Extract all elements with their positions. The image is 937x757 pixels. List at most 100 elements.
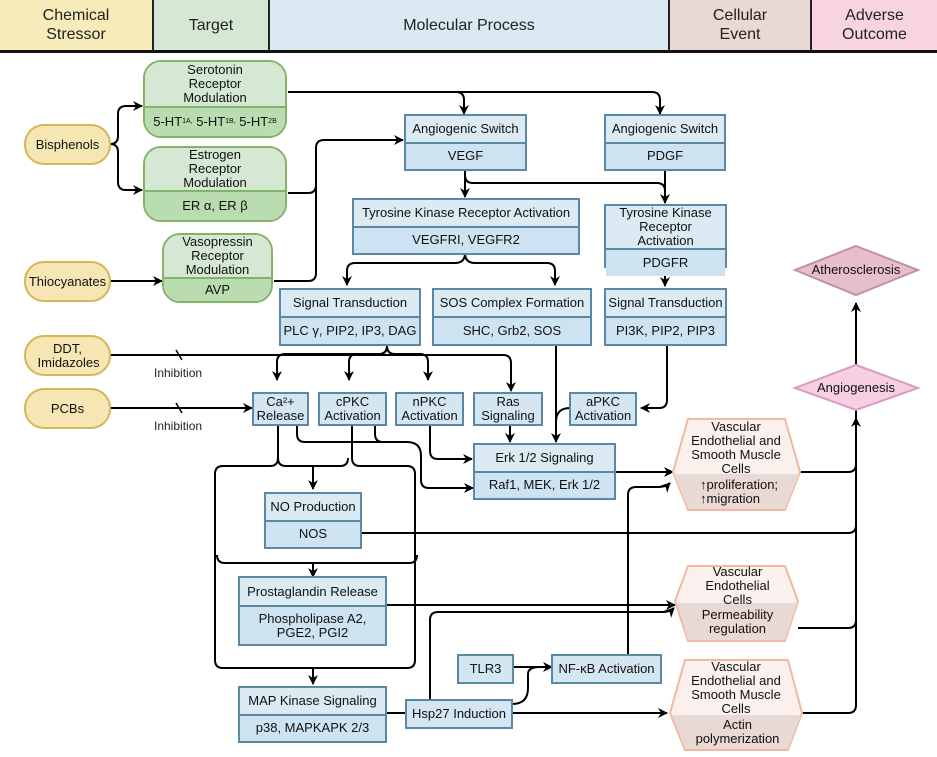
header-target: Target	[154, 0, 270, 50]
stressor-bisphenols: Bisphenols	[24, 124, 111, 165]
edge-cpkc-erk	[374, 424, 407, 443]
erk-signaling: Erk 1/2 Signaling Raf1, MEK, Erk 1/2	[473, 443, 616, 500]
edge-vasopressin-vegf	[274, 183, 317, 282]
node-title: Vasopressin Receptor Modulation	[164, 235, 271, 279]
node-detail: VEGF	[406, 143, 525, 169]
edge-tkr-signal	[342, 252, 466, 286]
target-vasopressin-receptor: Vasopressin Receptor Modulation AVP	[162, 233, 273, 303]
sos-complex-formation: SOS Complex Formation SHC, Grb2, SOS	[432, 288, 592, 346]
node-title: cPKC Activation	[324, 394, 381, 423]
angiogenic-switch-vegf: Angiogenic Switch VEGF	[404, 114, 527, 171]
outcome-diamond-atherosclerosis	[792, 244, 921, 297]
tkr-activation-vegf: Tyrosine Kinase Receptor Activation VEGF…	[352, 198, 580, 255]
header-adverse-outcome: Adverse Outcome	[812, 0, 937, 50]
tkr-activation-pdgf: Tyrosine Kinase Receptor Activation PDGF…	[604, 204, 727, 276]
ras-signaling: Ras Signaling	[473, 392, 543, 426]
header-label: Target	[188, 16, 234, 34]
map-kinase-signaling: MAP Kinase Signaling p38, MAPKAPK 2/3	[238, 686, 387, 743]
stressor-label: PCBs	[50, 400, 85, 416]
stressor-label: DDT, Imidazoles	[37, 340, 100, 370]
cell-prolif-detail: ↑proliferation;↑migration	[680, 475, 792, 509]
node-title: aPKC Activation	[574, 394, 632, 423]
edge-hsp-perm	[429, 607, 675, 700]
outcome-angiogenesis: Angiogenesis	[816, 380, 896, 395]
node-title: Erk 1/2 Signaling	[475, 445, 614, 473]
node-detail: AVP	[164, 279, 271, 301]
inhibition-label: Inhibition	[154, 419, 203, 433]
edge-actin-angio	[800, 405, 857, 714]
inhibition-tick-1	[175, 349, 183, 361]
header-label: Cellular Event	[712, 7, 768, 43]
nfkb-activation: NF-κB Activation	[551, 654, 662, 684]
detail-line: ↑migration	[700, 491, 760, 506]
node-detail: VEGFRI, VEGFR2	[354, 227, 578, 253]
hsp27-induction: Hsp27 Induction	[405, 699, 513, 729]
edge-estrogen-vegf	[288, 135, 404, 194]
detail-line: ↑proliferation;	[700, 477, 779, 492]
node-title: Hsp27 Induction	[412, 706, 506, 721]
edge-nfkb-prolif	[627, 482, 671, 655]
node-title: nPKC Activation	[401, 394, 458, 423]
outcome-diamond-angiogenesis	[792, 363, 921, 412]
edge-bisphenols-estrogen	[109, 143, 143, 195]
node-title: Signal Transduction	[281, 290, 419, 318]
cell-prolif-title: Vascular Endothelial and Smooth Muscle C…	[691, 419, 781, 476]
no-production: NO Production NOS	[264, 492, 362, 549]
node-title: TLR3	[469, 661, 502, 676]
edge-serotonin-pdgf	[456, 91, 665, 115]
node-detail: PDGF	[606, 143, 724, 169]
node-detail: PI3K, PIP2, PIP3	[606, 318, 725, 344]
cell-perm-title: Vascular Endothelial Cells	[705, 564, 770, 607]
node-title: Tyrosine Kinase Receptor Activation	[606, 206, 725, 250]
edge-perm-angio	[798, 619, 857, 629]
cpkc-activation: cPKC Activation	[318, 392, 387, 426]
edge-serotonin-angio	[288, 91, 469, 115]
edge-bisphenols-serotonin	[109, 101, 143, 145]
node-title: Angiogenic Switch	[406, 116, 525, 144]
apkc-activation: aPKC Activation	[569, 392, 637, 426]
stressor-pcbs: PCBs	[24, 388, 111, 429]
node-detail: NOS	[266, 521, 360, 547]
edge-pi3k-apkc	[640, 346, 668, 413]
cell-actin-detail: Actin polymerization	[695, 717, 780, 746]
edge-plc-cpkc	[344, 345, 388, 381]
prostaglandin-release: Prostaglandin Release Phospholipase A2, …	[238, 576, 387, 646]
edge-npkc-erk	[429, 424, 473, 464]
edge-ca-cpkc-join	[277, 457, 349, 467]
node-detail: Raf1, MEK, Erk 1/2	[475, 472, 614, 498]
header-label: Adverse Outcome	[842, 7, 907, 43]
node-detail: ER α, ER β	[145, 192, 285, 220]
edge-tkr-sos	[464, 252, 560, 286]
node-detail: PDGFR	[606, 250, 725, 276]
node-detail: PLC γ, PIP2, IP3, DAG	[281, 318, 419, 344]
node-title: Estrogen Receptor Modulation	[145, 148, 285, 192]
header-molecular-process: Molecular Process	[270, 0, 670, 50]
header-label: Molecular Process	[403, 16, 535, 34]
tlr3: TLR3	[457, 654, 514, 684]
node-title: MAP Kinase Signaling	[240, 688, 385, 716]
node-title: Signal Transduction	[606, 290, 725, 318]
edge-prolif-angio	[800, 463, 857, 473]
stressor-thiocyanates: Thiocyanates	[24, 261, 111, 302]
header-cellular-event: Cellular Event	[670, 0, 812, 50]
node-title: Tyrosine Kinase Receptor Activation	[354, 200, 578, 228]
stressor-label: Thiocyanates	[28, 273, 107, 289]
node-title: Prostaglandin Release	[240, 578, 385, 607]
edge-ddt-ras	[110, 354, 516, 392]
edge-ca-erk	[296, 424, 474, 493]
node-title: Angiogenic Switch	[606, 116, 724, 144]
node-title: Serotonin Receptor Modulation	[145, 62, 285, 108]
outcome-atherosclerosis: Atherosclerosis	[811, 262, 901, 277]
node-detail: SHC, Grb2, SOS	[434, 318, 590, 344]
edge-hsp-nfkb	[511, 666, 541, 705]
edge-apkc-erk	[555, 407, 571, 423]
node-detail: Phospholipase A2, PGE2, PGI2	[240, 607, 385, 644]
cell-perm-detail: Permeability regulation	[701, 606, 774, 636]
header-divider	[0, 50, 937, 53]
npkc-activation: nPKC Activation	[395, 392, 464, 426]
edge-plc-ca	[272, 345, 388, 381]
node-detail: p38, MAPKAPK 2/3	[240, 715, 385, 741]
